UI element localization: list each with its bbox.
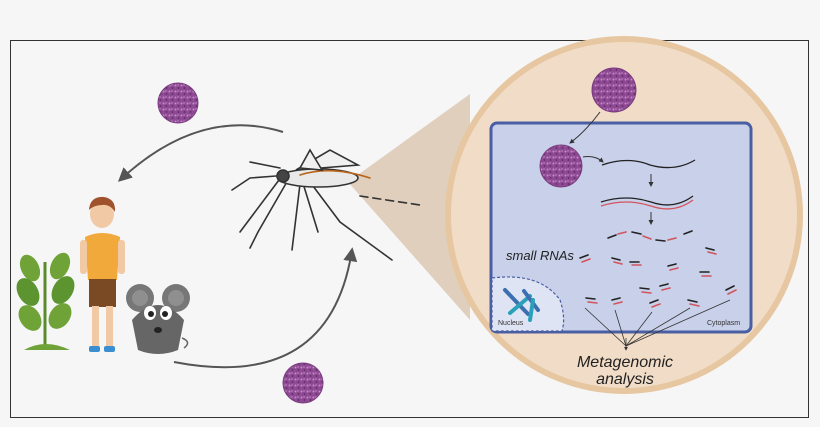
- dsrna-strand: [600, 195, 694, 206]
- convergence-lines: [584, 299, 731, 351]
- virus-icon: [539, 144, 583, 188]
- small-rna-fragments: [579, 230, 737, 308]
- virus-icon: [157, 82, 199, 124]
- chromosome-icon: [503, 288, 540, 322]
- cytoplasm-label: Cytoplasm: [707, 320, 741, 327]
- small-rnas-label: small RNAs: [506, 248, 574, 263]
- nucleus-label: Nucleus: [498, 320, 524, 327]
- nucleus: [491, 276, 565, 332]
- metagenomic-analysis-label: Metagenomic analysis: [540, 354, 710, 388]
- virus-icon: [282, 362, 324, 404]
- cycle-arrow-top: [117, 124, 284, 182]
- dsrna-strand: [600, 199, 694, 210]
- mosquito-icon: [231, 148, 421, 261]
- viral-rna-strand: [601, 159, 696, 169]
- cycle-arrow-bottom: [173, 247, 358, 369]
- analysis-line-1: Metagenomic: [576, 354, 674, 371]
- human-icon: [80, 196, 125, 352]
- entry-arrow: [569, 111, 601, 144]
- mouse-icon: [126, 284, 190, 354]
- virus-icon: [591, 67, 637, 113]
- magnifier-cone: [348, 94, 470, 320]
- plant-icon: [16, 252, 75, 350]
- release-arrow: [582, 156, 604, 163]
- analysis-line-2: analysis: [596, 371, 654, 388]
